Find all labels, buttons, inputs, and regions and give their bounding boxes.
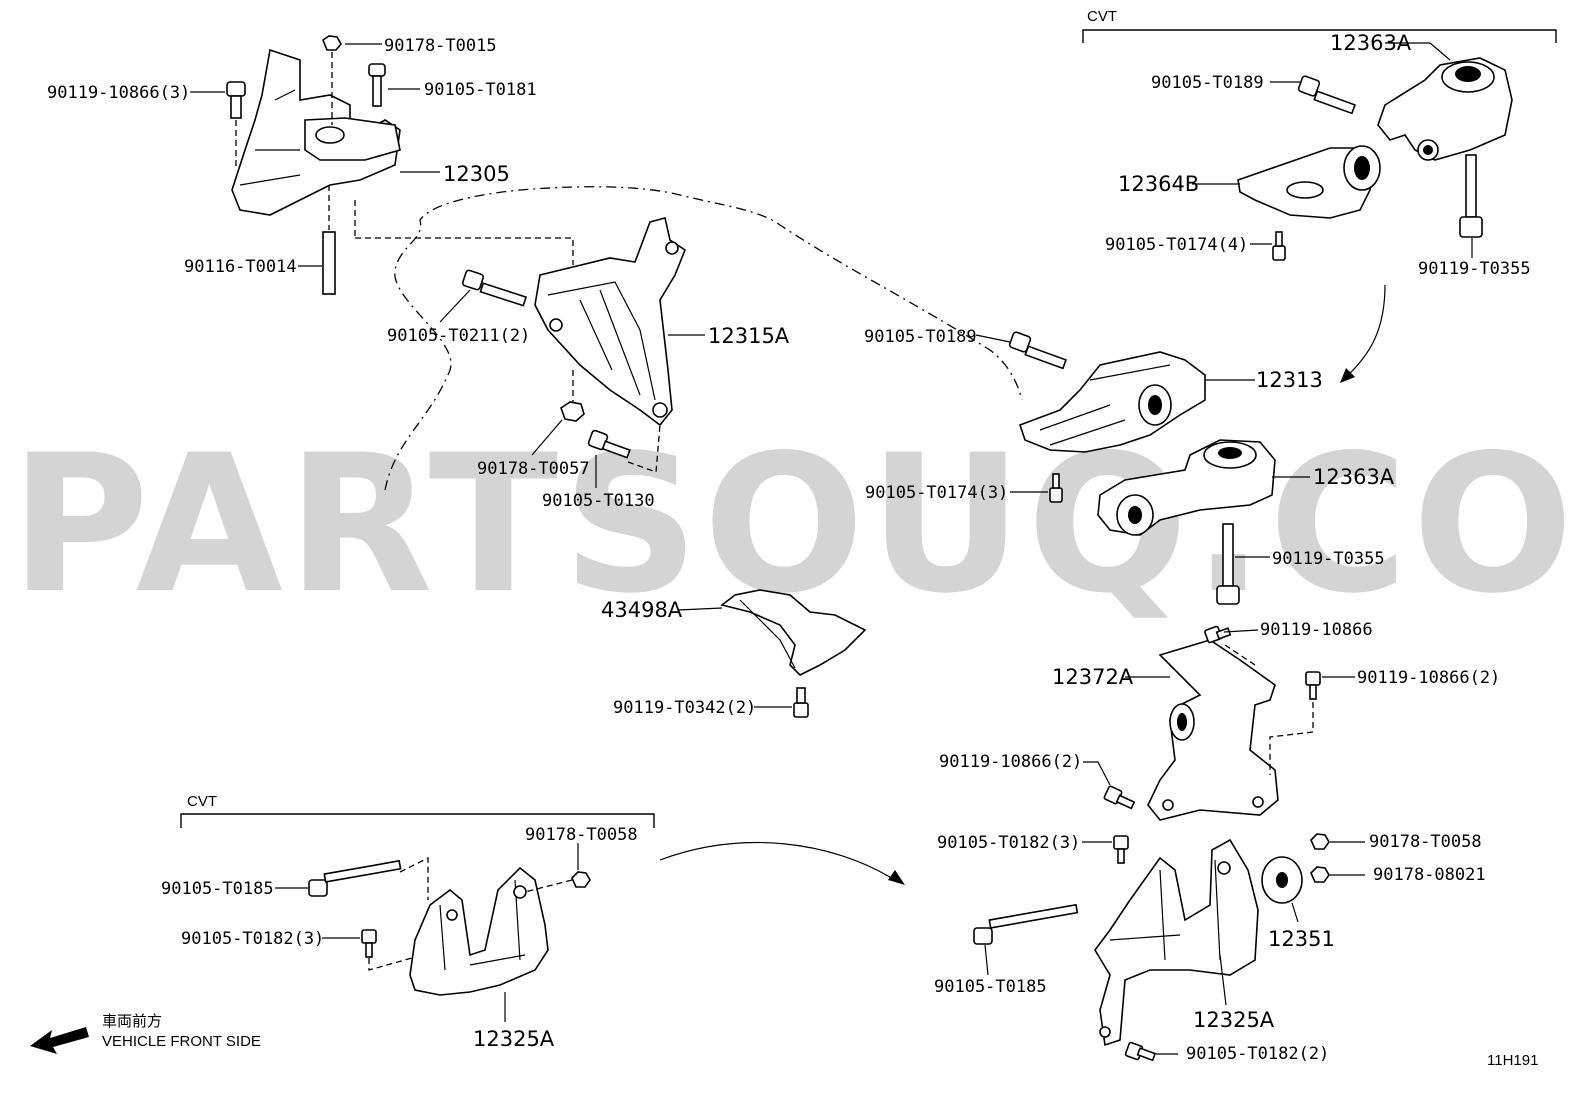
label-90116-T0014: 90116-T0014	[184, 257, 297, 277]
label-12315A: 12315A	[708, 324, 790, 348]
nut-90178-08021[interactable]	[1310, 866, 1330, 883]
vehicle-front-indicator: 車両前方 VEHICLE FRONT SIDE	[30, 1013, 261, 1054]
label-90105-T0189-top: 90105-T0189	[1151, 73, 1264, 93]
label-90178-T0015: 90178-T0015	[384, 36, 497, 56]
label-90105-T0182-2: 90105-T0182(2)	[1186, 1044, 1329, 1064]
label-90105-T0182-3-right: 90105-T0182(3)	[937, 833, 1080, 853]
label-12363A-top: 12363A	[1330, 31, 1412, 55]
bolt-90105-T0211-2[interactable]	[461, 269, 528, 307]
label-12325A-left: 12325A	[473, 1027, 555, 1051]
label-43498A: 43498A	[601, 598, 683, 622]
bolt-90119-10866-2-left[interactable]	[1103, 785, 1136, 810]
label-90105-T0181: 90105-T0181	[424, 80, 537, 100]
nut-90178-T0058-left[interactable]	[524, 871, 591, 893]
label-90119-T0355-mid: 90119-T0355	[1272, 549, 1385, 569]
cvt-top-bracket	[1082, 29, 1557, 43]
label-90105-T0174-4: 90105-T0174(4)	[1105, 235, 1248, 255]
watermark: PARTSOUQ.COM	[10, 414, 1592, 635]
part-12364B-illustration[interactable]	[1237, 145, 1381, 219]
label-90105-T0211-2: 90105-T0211(2)	[387, 326, 530, 346]
part-12325A-right-illustration[interactable]	[1094, 838, 1259, 1047]
bolt-90119-T0355-mid[interactable]	[1216, 523, 1240, 605]
label-90119-T0355-top: 90119-T0355	[1418, 259, 1531, 279]
bolt-90119-10866-2-right[interactable]	[1269, 671, 1321, 775]
label-12364B: 12364B	[1118, 172, 1199, 196]
bolt-90105-T0174-4[interactable]	[1272, 231, 1286, 261]
nut-90178-T0058-right[interactable]	[1310, 833, 1330, 850]
diagram-code: 11H191	[1487, 1052, 1538, 1069]
label-90119-10866-2-right: 90119-10866(2)	[1357, 668, 1500, 688]
bolt-90105-T0130[interactable]	[587, 424, 661, 473]
part-12315A-illustration[interactable]	[534, 217, 686, 427]
bolt-90105-T0174-3[interactable]	[1049, 473, 1063, 503]
bolt-90105-T0189-mid[interactable]	[1008, 331, 1067, 370]
group-label-cvt-top: CVT	[1087, 8, 1117, 25]
direction-label-jp: 車両前方	[102, 1013, 162, 1030]
bolt-90105-T0182-3-right[interactable]	[1113, 835, 1129, 864]
bolt-90105-T0185-left[interactable]	[308, 856, 429, 900]
bolt-90119-10866-3[interactable]	[226, 81, 246, 168]
bolt-90105-T0182-3-left[interactable]	[361, 929, 413, 971]
part-12305-illustration[interactable]	[231, 48, 401, 216]
part-12363A-mid-illustration[interactable]	[1097, 439, 1276, 536]
label-90105-T0189-mid: 90105-T0189	[864, 327, 977, 347]
bolt-90119-T0355-top[interactable]	[1459, 154, 1483, 238]
bolt-90105-T0185-right[interactable]	[973, 903, 1079, 945]
label-90105-T0185-left: 90105-T0185	[161, 879, 274, 899]
label-90178-T0057: 90178-T0057	[477, 459, 590, 479]
label-90105-T0130: 90105-T0130	[542, 491, 655, 511]
part-12325A-left-illustration[interactable]	[409, 866, 549, 996]
part-12363A-top-illustration[interactable]	[1377, 57, 1513, 161]
part-43498A-illustration[interactable]	[720, 589, 867, 676]
label-90178-T0058-right: 90178-T0058	[1369, 832, 1482, 852]
label-12372A: 12372A	[1052, 665, 1134, 689]
label-90178-08021: 90178-08021	[1373, 865, 1486, 885]
label-90119-10866: 90119-10866	[1260, 620, 1373, 640]
part-12313-illustration[interactable]	[1018, 351, 1206, 453]
label-90119-10866-2-left: 90119-10866(2)	[939, 752, 1082, 772]
direction-label-en: VEHICLE FRONT SIDE	[102, 1033, 261, 1050]
bolt-90105-T0181[interactable]	[368, 63, 386, 107]
cvt-bottom-bracket	[180, 813, 655, 828]
bolt-90119-T0342-2[interactable]	[793, 687, 809, 718]
part-12372A-illustration[interactable]	[1147, 639, 1279, 821]
nut-90178-T0057[interactable]	[560, 370, 585, 422]
label-90105-T0185-right: 90105-T0185	[934, 977, 1047, 997]
label-12363A-mid: 12363A	[1313, 465, 1395, 489]
group-label-cvt-bottom: CVT	[187, 793, 217, 810]
stud-90116-T0014[interactable]	[322, 185, 574, 295]
label-12313: 12313	[1256, 368, 1323, 392]
label-90105-T0174-3: 90105-T0174(3)	[865, 483, 1008, 503]
bolt-90105-T0189-top[interactable]	[1297, 75, 1356, 115]
part-12351-illustration[interactable]	[1261, 856, 1303, 904]
label-90119-T0342-2: 90119-T0342(2)	[613, 698, 756, 718]
label-90105-T0182-3-left: 90105-T0182(3)	[181, 929, 324, 949]
bolt-90178-T0015[interactable]	[322, 35, 342, 125]
label-90178-T0058-left: 90178-T0058	[525, 825, 638, 845]
label-12305: 12305	[443, 162, 510, 186]
label-90119-10866-3: 90119-10866(3)	[47, 83, 190, 103]
front-arrow-icon	[30, 1027, 89, 1054]
label-12351: 12351	[1268, 927, 1335, 951]
bolt-90105-T0182-2[interactable]	[1124, 1041, 1157, 1062]
label-12325A-right: 12325A	[1193, 1008, 1275, 1032]
